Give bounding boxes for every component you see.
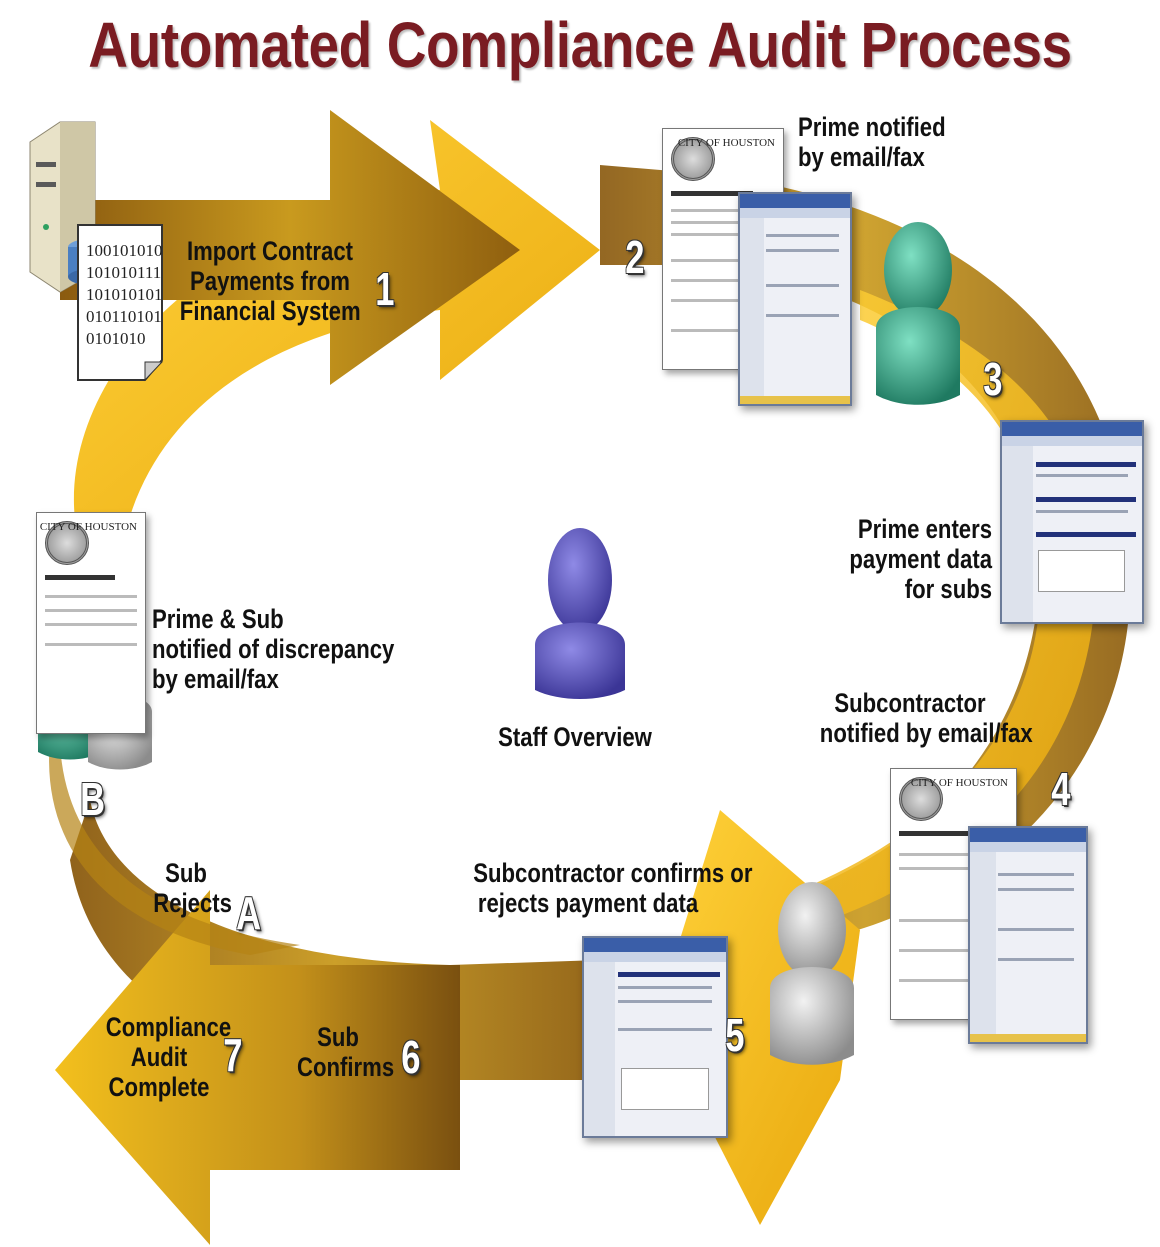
reject-swoop xyxy=(49,720,300,955)
step-7-number: 7 xyxy=(223,1029,243,1081)
web-screen-icon xyxy=(738,192,852,406)
document-icon: CITY OF HOUSTON xyxy=(36,512,146,734)
doc-header: CITY OF HOUSTON xyxy=(677,137,775,149)
web-screen-icon xyxy=(1000,420,1144,624)
doc-header: CITY OF HOUSTON xyxy=(39,521,137,533)
step-5-number: 5 xyxy=(725,1009,745,1061)
sub-figure xyxy=(770,882,854,1065)
binary-data: 100101010 101010111 101010101 010110101 … xyxy=(86,241,163,348)
web-screen-icon xyxy=(582,936,728,1138)
doc-header: CITY OF HOUSTON xyxy=(910,777,1008,789)
city-seal-icon xyxy=(45,521,89,565)
step-2-number: 2 xyxy=(625,231,645,283)
web-screen-icon xyxy=(968,826,1088,1044)
step-3-number: 3 xyxy=(983,353,1003,405)
complete-arrow xyxy=(55,890,460,1245)
staff-figure xyxy=(535,528,625,699)
step-1-number: 1 xyxy=(375,263,395,315)
city-seal-icon xyxy=(671,137,715,181)
step-a-letter: A xyxy=(236,887,262,939)
import-arrow xyxy=(60,110,520,385)
prime-figure xyxy=(876,222,960,405)
step-4-number: 4 xyxy=(1051,763,1071,815)
step-b-letter: B xyxy=(80,773,106,825)
city-seal-icon xyxy=(899,777,943,821)
staff-overview-label: Staff Overview xyxy=(498,722,652,752)
page-title: Automated Compliance Audit Process xyxy=(88,9,1072,81)
step-6-number: 6 xyxy=(401,1031,421,1083)
